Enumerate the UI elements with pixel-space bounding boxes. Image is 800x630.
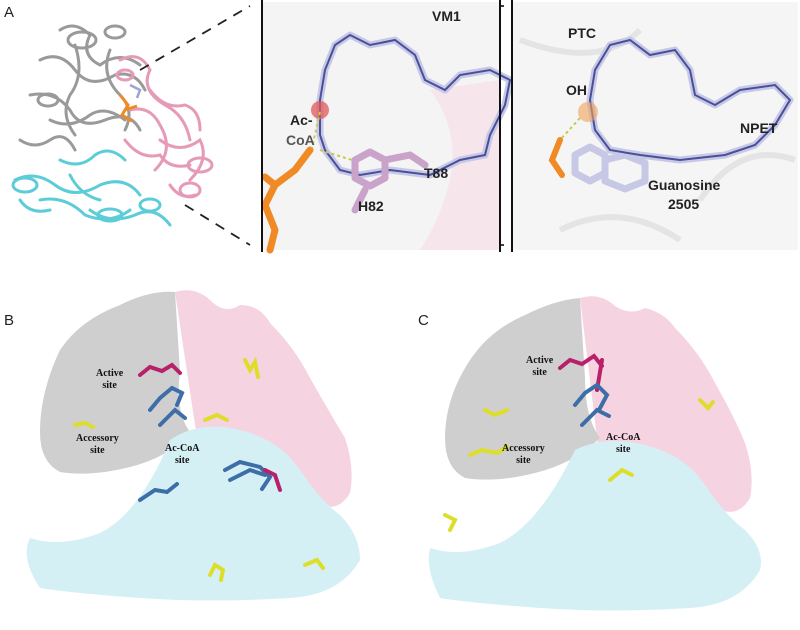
cartoon-pink-subunit [115, 55, 214, 199]
cartoon-cyan-subunit [11, 149, 172, 227]
inset-frames [261, 0, 513, 252]
inset1-scene [261, 2, 514, 254]
cartoon-ligand-lavender [129, 83, 142, 99]
ligand-blue-b [138, 385, 273, 502]
label-ptc: PTC [568, 25, 596, 41]
ligand-yellow-c [443, 398, 715, 532]
surface-trimer-c [428, 296, 761, 611]
label-npet: NPET [740, 120, 778, 136]
label-t88: T88 [424, 165, 449, 181]
panel-letter-a: A [4, 4, 15, 21]
panel-letter-c: C [418, 312, 429, 329]
ligand-blue-c [573, 382, 611, 427]
ligand-magenta2-b [263, 468, 282, 492]
label-2505: 2505 [668, 196, 700, 212]
inset2-scene [512, 2, 798, 250]
ligand-yellow-b [73, 356, 325, 582]
label-h82: H82 [358, 198, 384, 214]
surface-trimer-b [26, 290, 361, 601]
label-vm1: VM1 [432, 8, 461, 24]
zoom-lines [139, 5, 545, 246]
label-guanosine: Guanosine [648, 177, 721, 193]
cartoon-grey-subunit [18, 24, 147, 152]
panel-letter-b: B [4, 312, 15, 329]
cartoon-ligand [118, 94, 138, 123]
label-ac-line1: Ac- [290, 112, 313, 128]
ligand-active-magenta-b [138, 362, 182, 377]
label-oh: OH [566, 82, 587, 98]
label-coa-line2: CoA [286, 132, 315, 148]
protein-cartoon [11, 24, 214, 227]
